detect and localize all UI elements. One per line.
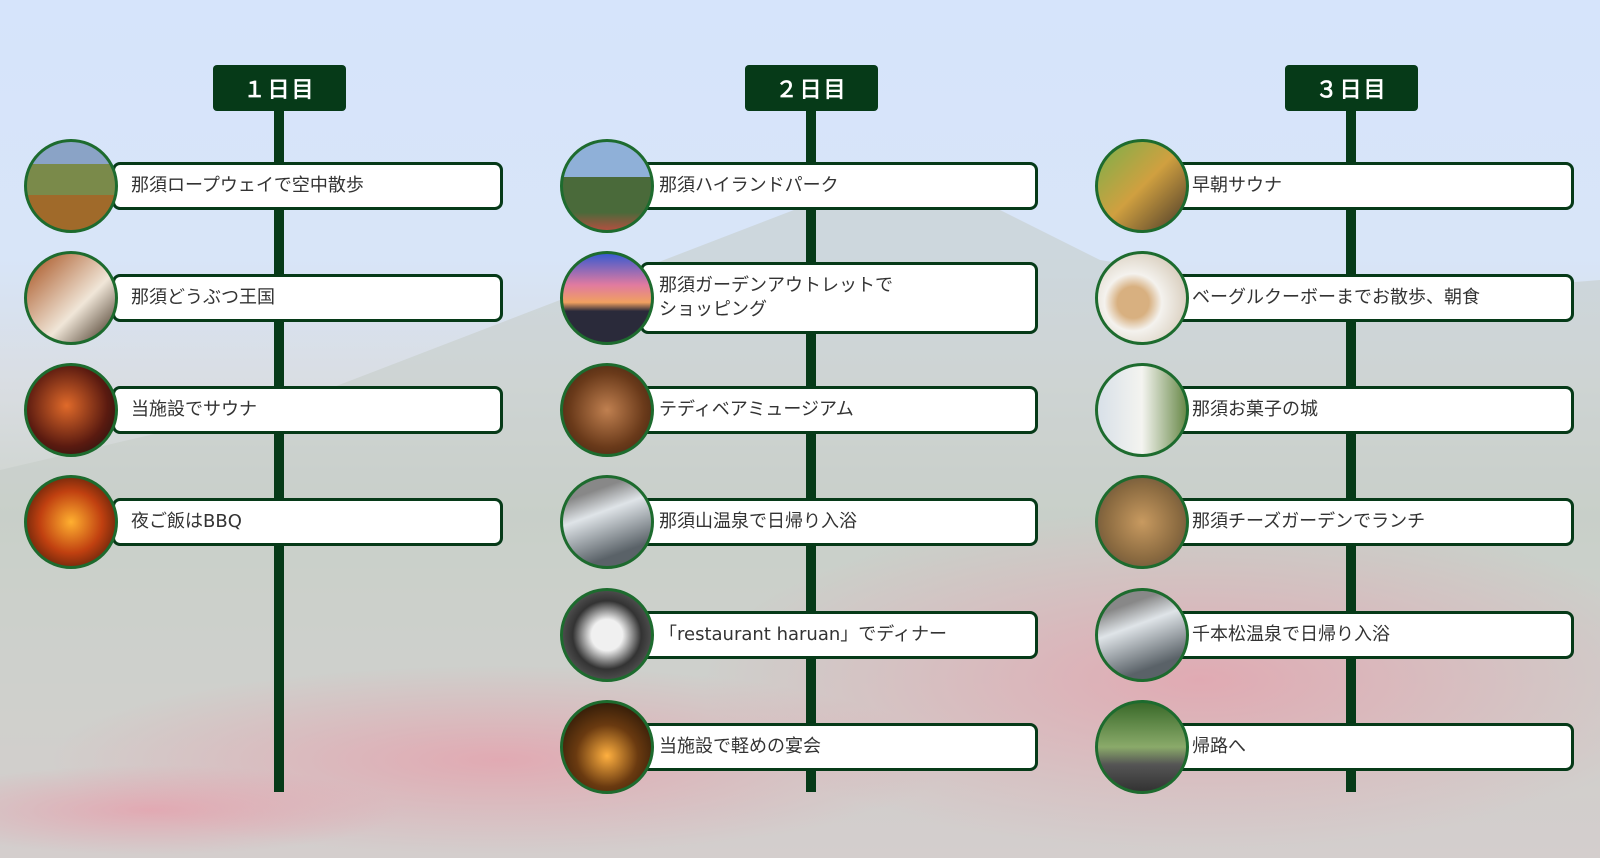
- itinerary-item-label: 当施設でサウナ: [131, 399, 257, 420]
- itinerary-item-label: 那須ハイランドパーク: [659, 175, 839, 196]
- item-photo: [560, 363, 654, 457]
- itinerary-item: ベーグルクーボーまでお散歩、朝食: [1173, 274, 1574, 322]
- itinerary-item-label: 那須お菓子の城: [1192, 399, 1318, 420]
- itinerary-item: 那須どうぶつ王国: [112, 274, 503, 322]
- itinerary-item-label: 那須どうぶつ王国: [131, 287, 275, 308]
- itinerary-item: 那須ロープウェイで空中散歩: [112, 162, 503, 210]
- itinerary-item: 千本松温泉で日帰り入浴: [1173, 611, 1574, 659]
- item-photo: [560, 139, 654, 233]
- item-photo: [1095, 475, 1189, 569]
- itinerary-item-label: テディベアミュージアム: [659, 399, 854, 420]
- itinerary-item-label: 夜ご飯はBBQ: [131, 511, 242, 532]
- itinerary-item: 夜ご飯はBBQ: [112, 498, 503, 546]
- item-photo: [24, 363, 118, 457]
- item-photo: [1095, 251, 1189, 345]
- item-photo: [560, 475, 654, 569]
- day-header: １日目: [213, 65, 346, 111]
- itinerary-item: 当施設でサウナ: [112, 386, 503, 434]
- day-header: ２日目: [745, 65, 878, 111]
- itinerary-item: 那須ハイランドパーク: [640, 162, 1038, 210]
- itinerary-item: 早朝サウナ: [1173, 162, 1574, 210]
- day-header: ３日目: [1285, 65, 1418, 111]
- item-photo: [24, 251, 118, 345]
- item-photo: [560, 251, 654, 345]
- itinerary-item: 当施設で軽めの宴会: [640, 723, 1038, 771]
- item-photo: [1095, 139, 1189, 233]
- timeline-line: [1346, 108, 1356, 792]
- itinerary-item-label: 帰路へ: [1192, 736, 1246, 757]
- itinerary-item: テディベアミュージアム: [640, 386, 1038, 434]
- itinerary-item: 那須チーズガーデンでランチ: [1173, 498, 1574, 546]
- itinerary-item: 帰路へ: [1173, 723, 1574, 771]
- item-photo: [24, 139, 118, 233]
- itinerary-item: 「restaurant haruan」でディナー: [640, 611, 1038, 659]
- itinerary-item-label: 千本松温泉で日帰り入浴: [1192, 624, 1390, 645]
- item-photo: [1095, 363, 1189, 457]
- itinerary-item-label: 那須チーズガーデンでランチ: [1192, 511, 1426, 532]
- item-photo: [24, 475, 118, 569]
- itinerary-item-label: 那須ガーデンアウトレットで ショッピング: [659, 275, 893, 320]
- itinerary-item: 那須山温泉で日帰り入浴: [640, 498, 1038, 546]
- timeline-line: [806, 108, 816, 792]
- itinerary-item-label: 「restaurant haruan」でディナー: [659, 624, 947, 645]
- itinerary-item-label: 早朝サウナ: [1192, 175, 1282, 196]
- itinerary-item-label: ベーグルクーボーまでお散歩、朝食: [1192, 287, 1480, 308]
- timeline-line: [274, 108, 284, 792]
- item-photo: [1095, 700, 1189, 794]
- itinerary-item-label: 那須ロープウェイで空中散歩: [131, 175, 364, 196]
- item-photo: [560, 588, 654, 682]
- itinerary-item: 那須ガーデンアウトレットで ショッピング: [640, 262, 1038, 334]
- itinerary-item-label: 当施設で軽めの宴会: [659, 736, 821, 757]
- item-photo: [560, 700, 654, 794]
- itinerary-item-label: 那須山温泉で日帰り入浴: [659, 511, 857, 532]
- item-photo: [1095, 588, 1189, 682]
- itinerary-item: 那須お菓子の城: [1173, 386, 1574, 434]
